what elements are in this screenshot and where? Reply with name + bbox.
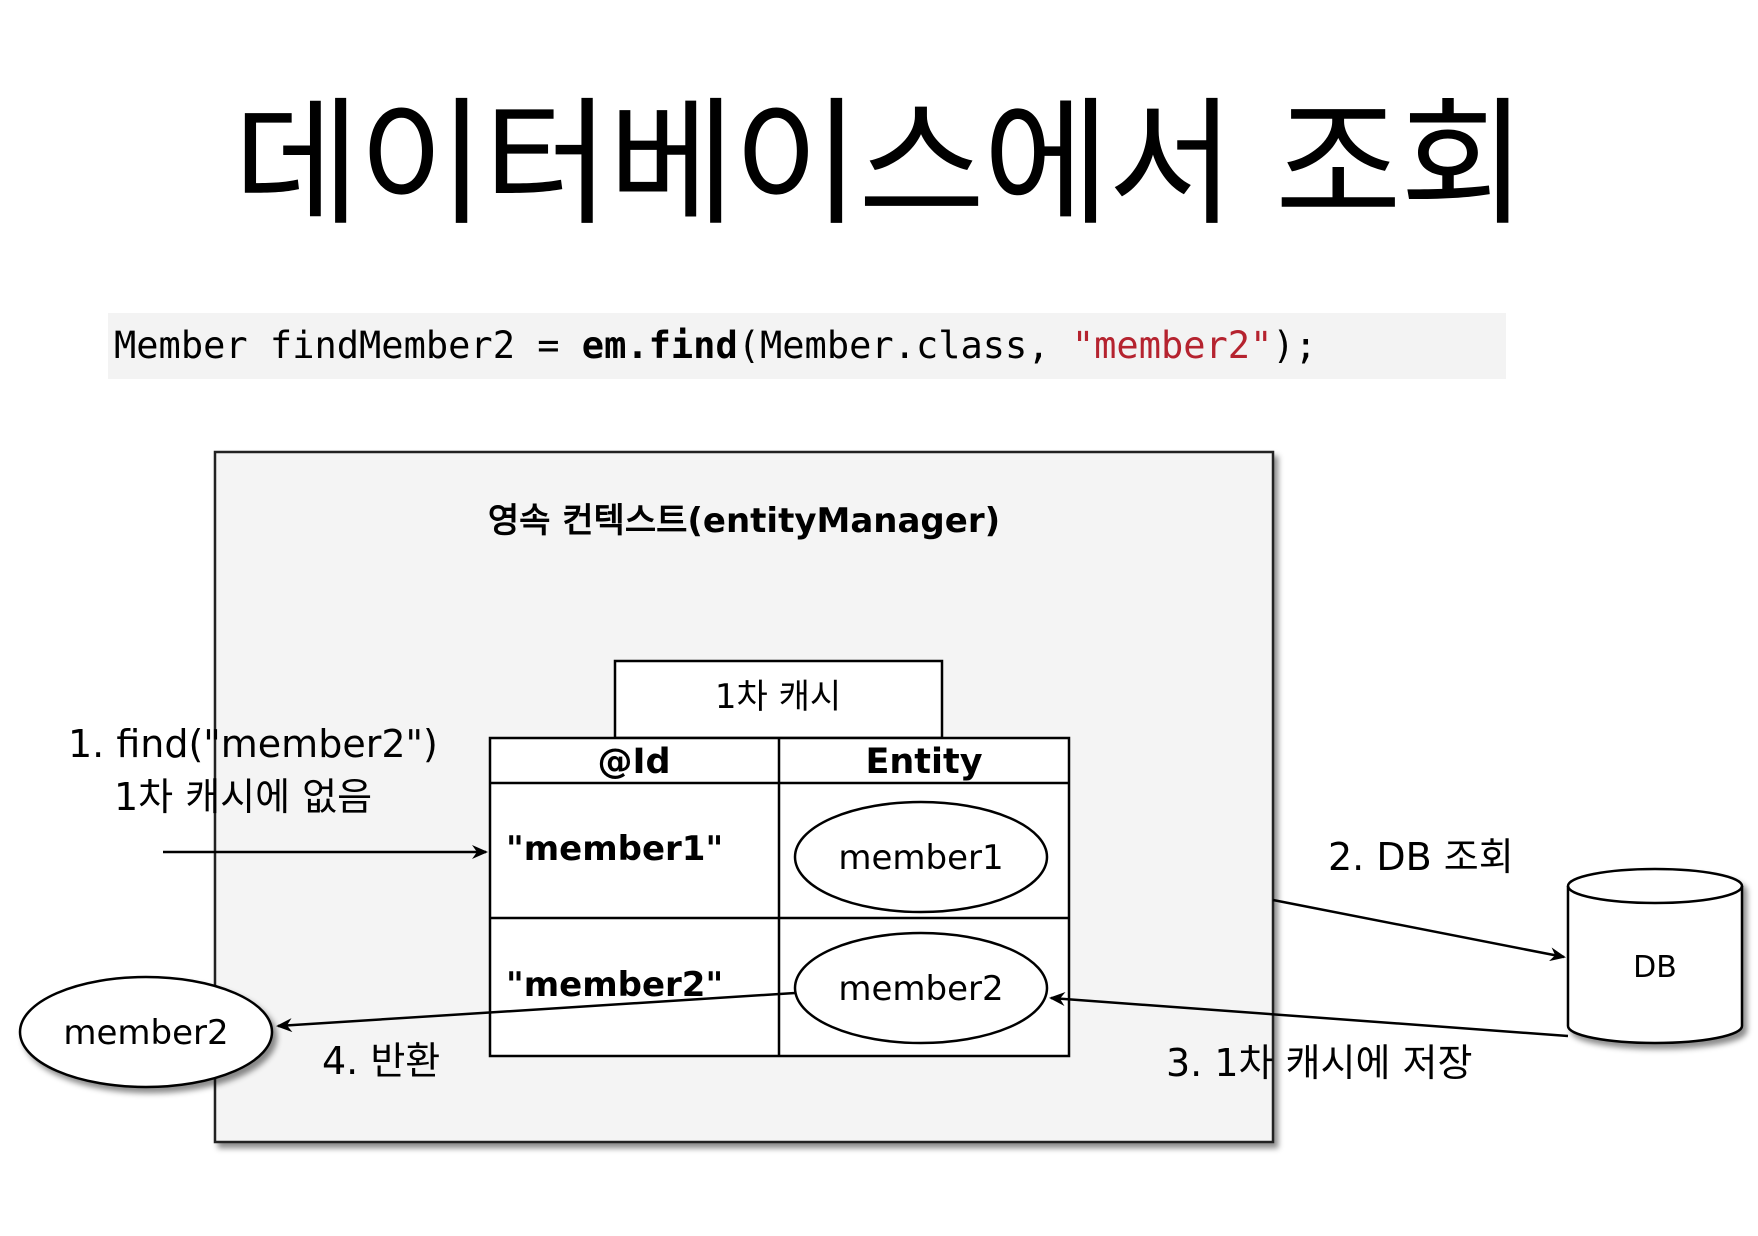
row-1-entity-ellipse xyxy=(793,800,1049,914)
persistence-context-label: 영속 컨텍스트(entityManager) xyxy=(488,501,1000,541)
first-level-cache-tab xyxy=(613,659,944,740)
column-header-id: @Id xyxy=(597,742,670,782)
row-1-entity: member1 xyxy=(838,838,1003,878)
first-level-cache-label: 1차 캐시 xyxy=(715,677,841,717)
step-2-label: 2. DB 조회 xyxy=(1328,835,1514,879)
step-1-label: 1. find("member2") xyxy=(68,722,438,766)
code-args: (Member.class, xyxy=(737,324,1072,367)
row-1-id: "member1" xyxy=(506,829,723,869)
code-call: em.find xyxy=(581,324,738,367)
code-snippet: Member findMember2 = em.find(Member.clas… xyxy=(108,313,1506,379)
database-cylinder xyxy=(1566,867,1744,1045)
row-2-id: "member2" xyxy=(506,965,723,1005)
db-label: DB xyxy=(1633,950,1677,985)
step-4-label: 4. 반환 xyxy=(322,1039,440,1083)
code-string-literal: "member2" xyxy=(1071,324,1273,367)
slide-title: 데이터베이스에서 조회 xyxy=(233,84,1526,245)
column-header-entity: Entity xyxy=(865,742,982,782)
code-suffix: ); xyxy=(1272,324,1317,367)
step-3-arrow xyxy=(1049,992,1569,1038)
code-prefix: Member findMember2 = xyxy=(114,324,582,367)
step-4-arrow xyxy=(276,991,796,1033)
returned-entity-label: member2 xyxy=(63,1013,228,1053)
row-2-entity: member2 xyxy=(838,969,1003,1009)
step-3-label: 3. 1차 캐시에 저장 xyxy=(1166,1041,1472,1085)
row-2-entity-ellipse xyxy=(793,931,1049,1045)
returned-entity-ellipse xyxy=(18,975,274,1089)
step-1-sublabel: 1차 캐시에 없음 xyxy=(114,775,372,819)
step-2-arrow xyxy=(1272,898,1566,962)
